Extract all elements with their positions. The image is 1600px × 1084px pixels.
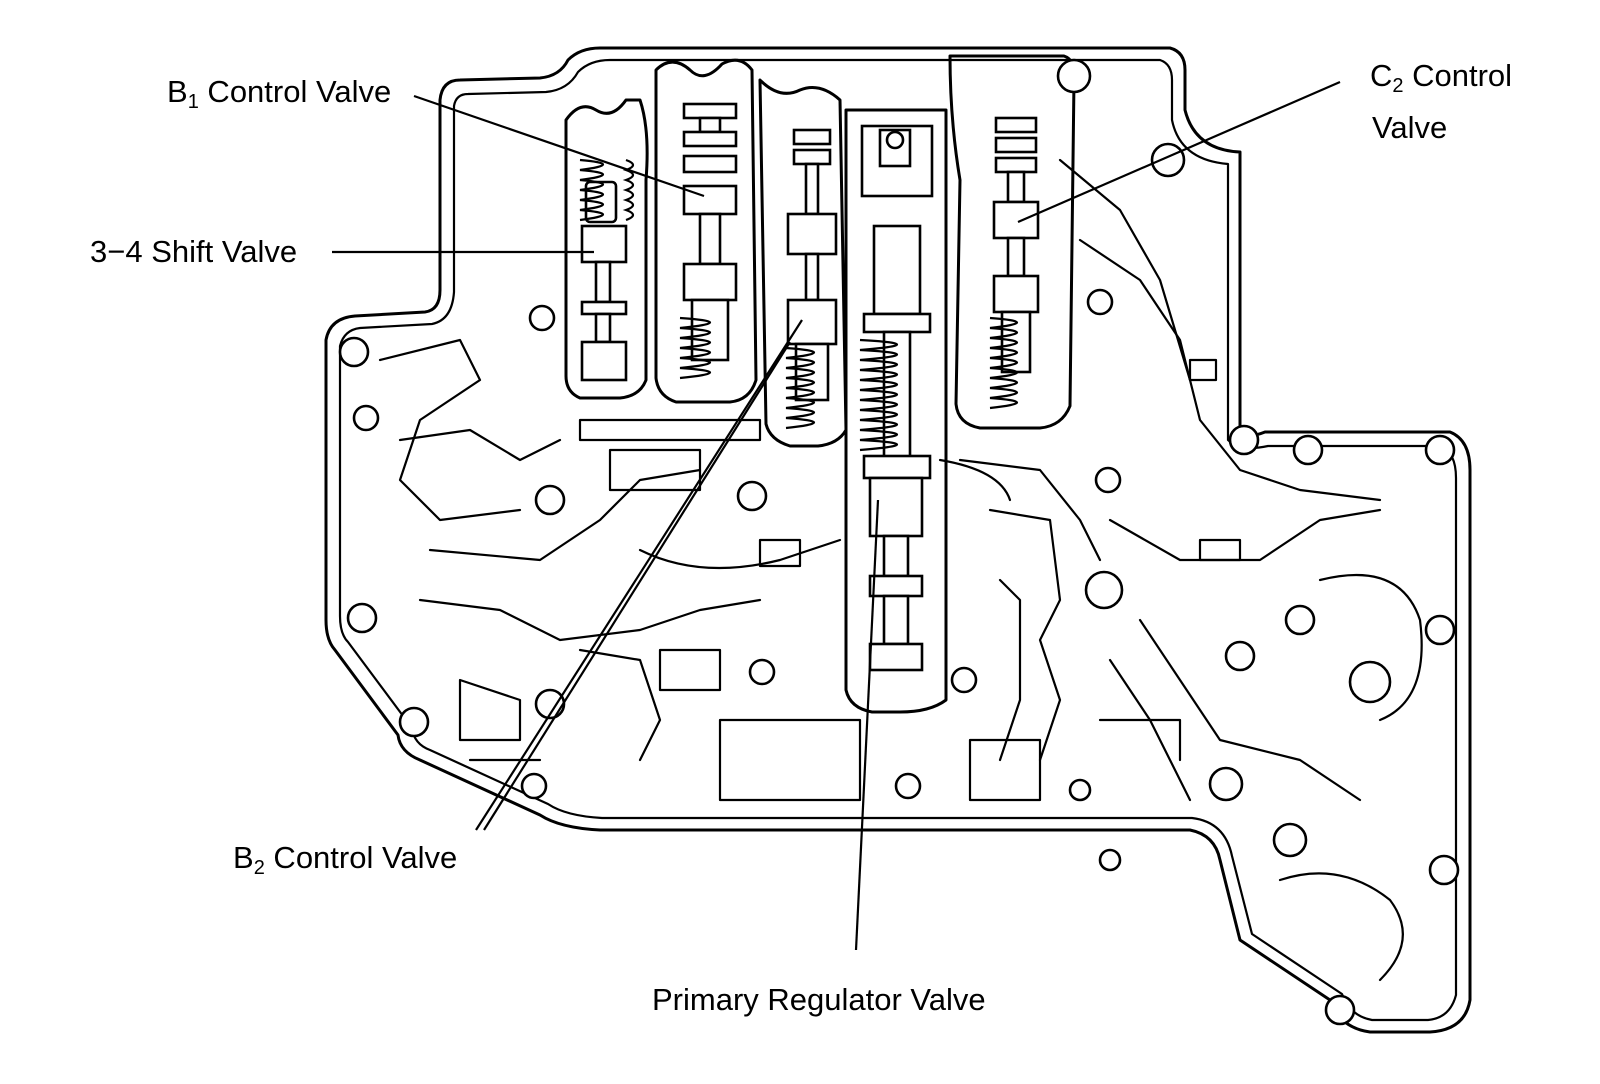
leader-b2 [475,319,803,831]
leader-b2b [483,341,791,831]
b2-control-valve [785,128,838,430]
c2-control-valve [989,116,1040,410]
label-c2-control-valve: C2 Control [1370,58,1512,97]
bolt-holes [338,58,1460,1026]
shift-valve-34 [579,158,635,382]
label-b2-control-valve: B2 Control Valve [233,840,457,879]
leader-c2 [1017,80,1341,224]
label-c2-control-valve-line2: Valve [1372,110,1447,145]
b1-control-valve [679,102,738,380]
label-shift-valve-34: 3−4 Shift Valve [90,234,297,269]
label-primary-regulator-valve: Primary Regulator Valve [652,982,986,1017]
leader-lines [332,80,1341,951]
label-b1-control-valve: B1 Control Valve [167,74,391,113]
leader-primary [854,499,880,951]
primary-regulator-valve [859,124,934,672]
leader-b1 [413,94,705,198]
